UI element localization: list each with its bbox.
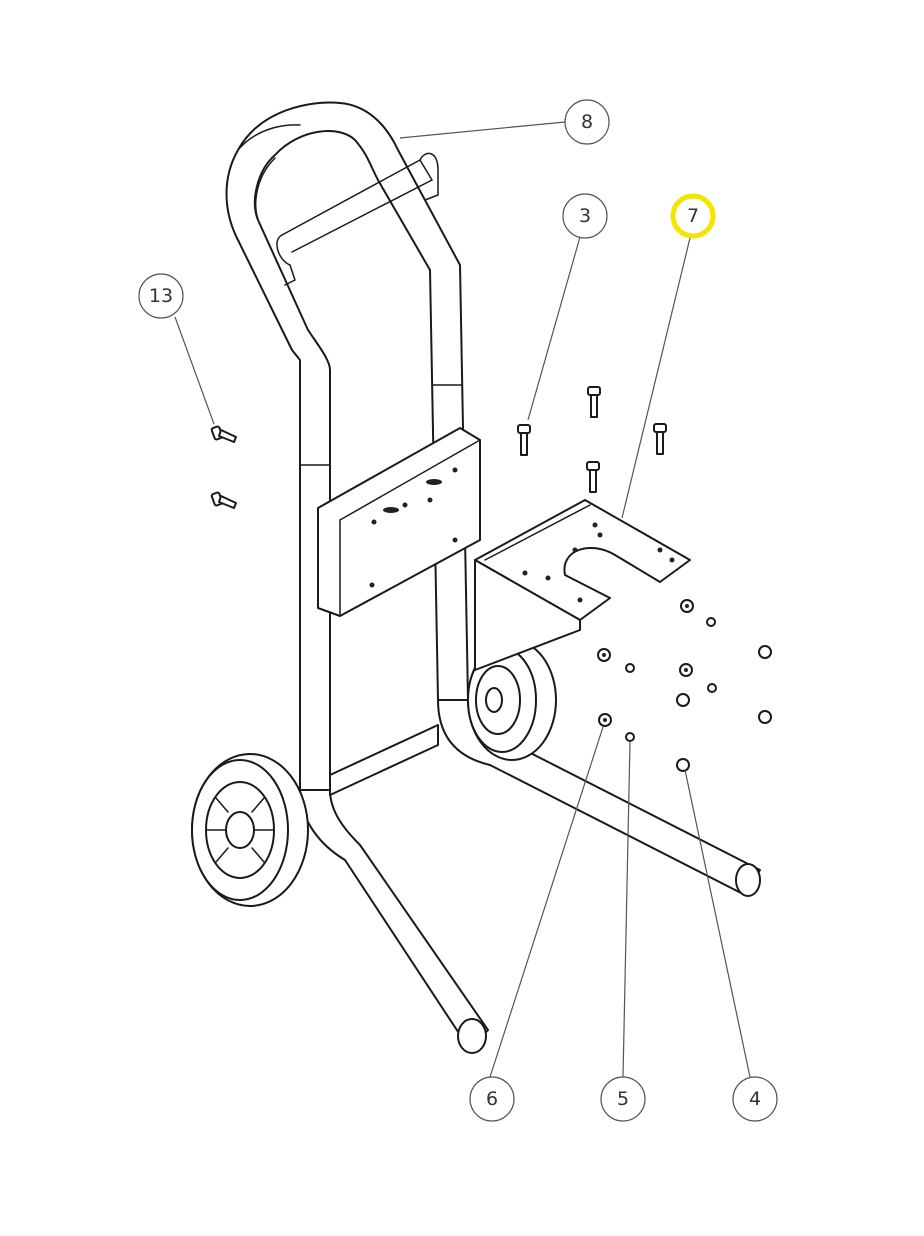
hardware-group	[597, 599, 772, 772]
bolt-2	[517, 424, 531, 456]
callout-13: 13	[138, 273, 184, 319]
callout-5-label: 5	[617, 1088, 629, 1110]
callout-6: 6	[469, 1076, 515, 1122]
callout-4-label: 4	[749, 1088, 761, 1110]
bolt-1	[587, 386, 601, 418]
right-wheel	[467, 639, 557, 761]
callout-8-label: 8	[581, 111, 593, 133]
callout-3: 3	[562, 193, 608, 239]
left-wheel	[191, 753, 309, 907]
bolt-4	[586, 461, 600, 493]
bolts-group	[210, 386, 667, 509]
mounting-plate	[474, 499, 691, 671]
callout-8: 8	[564, 99, 610, 145]
callout-7-label: 7	[687, 205, 699, 227]
frame-bracket	[317, 427, 481, 617]
callout-3-label: 3	[579, 205, 591, 227]
callout-6-label: 6	[486, 1088, 498, 1110]
side-bolt-1	[210, 425, 237, 443]
callout-4: 4	[732, 1076, 778, 1122]
leader-lines	[174, 121, 751, 1078]
callout-7: 7	[670, 193, 716, 239]
callout-13-label: 13	[149, 285, 173, 307]
bolt-3	[653, 423, 667, 455]
callout-5: 5	[600, 1076, 646, 1122]
side-bolt-2	[210, 491, 237, 509]
